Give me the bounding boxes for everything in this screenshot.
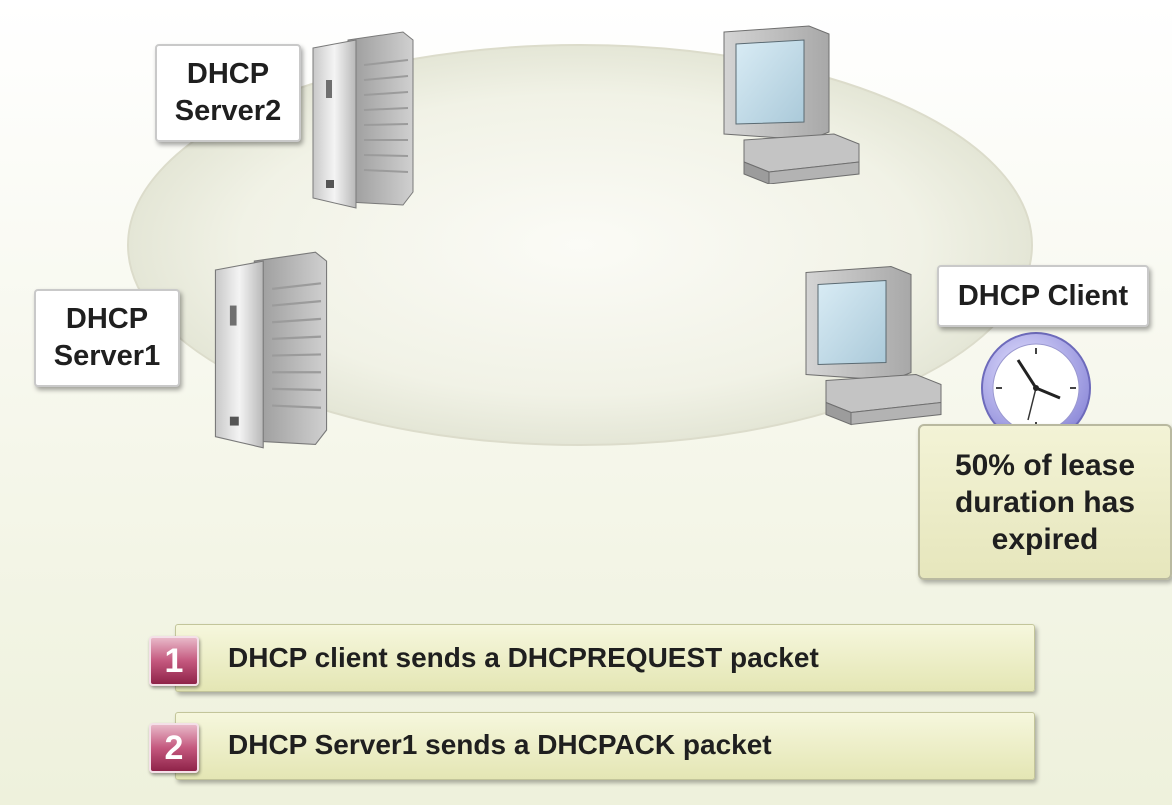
server1-label-line1: DHCP [65, 303, 149, 335]
server1-label: DHCP Server1 [34, 289, 180, 387]
lease-note-line1: 50% of lease [954, 448, 1136, 482]
server2-label: DHCP Server2 [155, 44, 301, 142]
server1-server-icon [214, 251, 328, 449]
step-2-text: DHCP Server1 sends a DHCPACK packet [228, 729, 772, 760]
clock-icon [981, 332, 1091, 444]
server2-label-line1: DHCP [186, 58, 270, 90]
server2-label-line2: Server2 [174, 95, 282, 127]
lease-note-line3: expired [991, 522, 1099, 556]
server2-server-icon [312, 31, 414, 209]
step-2-badge: 2 [149, 723, 199, 773]
server1-label-line2: Server1 [53, 340, 161, 372]
step-1-bar [175, 624, 1035, 692]
client-computer-icon [805, 265, 942, 426]
lease-note: 50% of lease duration has expired [918, 424, 1172, 580]
step-2-bar [175, 712, 1035, 780]
step-1-badge: 1 [149, 636, 199, 686]
step-1-text: DHCP client sends a DHCPREQUEST packet [228, 642, 819, 673]
client-label: DHCP Client [937, 265, 1149, 327]
client-label-text: DHCP Client [957, 279, 1129, 312]
lease-note-line2: duration has [954, 485, 1135, 519]
computer-icon [723, 25, 860, 184]
